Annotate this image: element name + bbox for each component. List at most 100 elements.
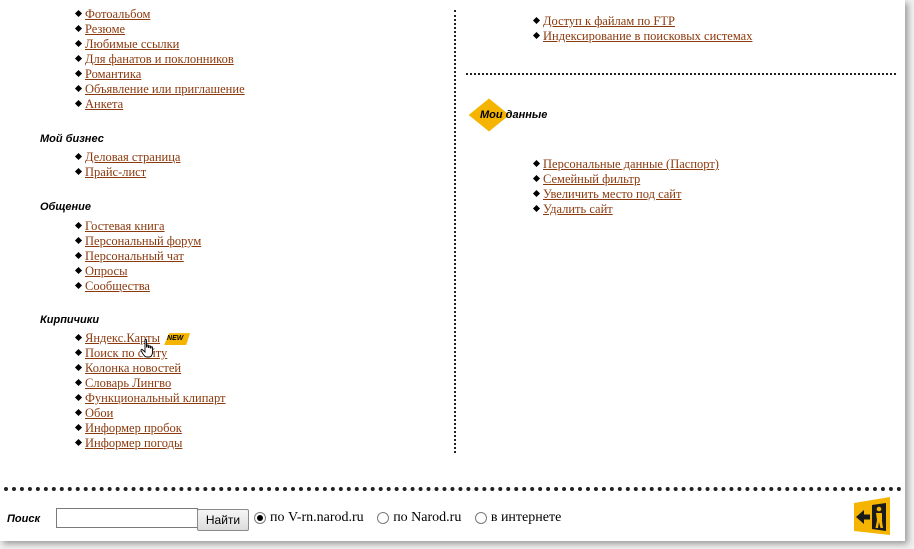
bullet-icon (532, 174, 541, 183)
bullet-icon (532, 204, 541, 213)
list-item: Персональный чат (74, 249, 201, 264)
list-item: Увеличить место под сайт (532, 187, 719, 202)
link-forum[interactable]: Персональный форум (85, 234, 202, 248)
search-label: Поиск (7, 513, 41, 525)
link-weather-informer[interactable]: Информер погоды (85, 436, 183, 450)
list-item: Доступ к файлам по FTP (532, 14, 752, 29)
link-passport[interactable]: Персональные данные (Паспорт) (543, 157, 719, 171)
list-item: Обои (74, 406, 226, 421)
personal-links-list: Фотоальбом Резюме Любимые ссылки Для фан… (74, 7, 245, 112)
radio-option-site[interactable]: по V-rn.narod.ru (254, 510, 364, 526)
list-item: Персональные данные (Паспорт) (532, 157, 719, 172)
bullet-icon (74, 84, 83, 93)
list-item: Удалить сайт (532, 202, 719, 217)
link-communities[interactable]: Сообщества (85, 279, 150, 293)
business-links-list: Деловая страница Прайс-лист (74, 150, 181, 180)
link-yandex-maps[interactable]: Яндекс.Карты (85, 331, 161, 345)
bullet-icon (74, 423, 83, 432)
list-item: Индексирование в поисковых системах (532, 29, 753, 44)
bullet-icon (74, 167, 83, 176)
radio-checked-icon[interactable] (254, 511, 266, 524)
list-item: Опросы (74, 264, 201, 279)
list-item: Анкета (74, 97, 245, 112)
search-bar: Поиск Найти по V-rn.narod.ru по Narod.ru… (0, 505, 905, 535)
bullet-icon (74, 408, 83, 417)
bullet-icon (532, 159, 541, 168)
list-item: Деловая страница (74, 150, 181, 165)
radio-option-narod[interactable]: по Narod.ru (377, 510, 461, 526)
link-search-indexing[interactable]: Индексирование в поисковых системах (543, 29, 753, 43)
list-item: Резюме (74, 22, 245, 37)
search-input[interactable] (56, 508, 198, 528)
radio-option-internet[interactable]: в интернете (474, 510, 561, 526)
bullet-icon (74, 236, 83, 245)
link-guestbook[interactable]: Гостевая книга (85, 219, 165, 233)
hand-pointer-icon (140, 339, 153, 358)
list-item: Информер погоды (74, 436, 226, 451)
bullet-icon (74, 24, 83, 33)
search-scope-radio-group: по V-rn.narod.ru по Narod.ru в интернете (254, 510, 571, 530)
my-data-links-list: Персональные данные (Паспорт) Семейный ф… (532, 157, 719, 217)
right-section-divider (466, 73, 896, 75)
link-fans[interactable]: Для фанатов и поклонников (85, 52, 234, 66)
radio-unchecked-icon[interactable] (377, 511, 390, 524)
link-announcement[interactable]: Объявление или приглашение (85, 82, 245, 96)
bullet-icon (74, 54, 83, 63)
link-delete-site[interactable]: Удалить сайт (543, 202, 613, 216)
bullet-icon (74, 393, 83, 402)
list-item: Персональный форум (74, 234, 202, 249)
new-badge: NEW (164, 333, 191, 346)
link-polls[interactable]: Опросы (85, 264, 128, 278)
hosting-links-list: Доступ к файлам по FTP Индексирование в … (532, 14, 753, 44)
vertical-divider (454, 10, 456, 453)
bullet-icon (74, 152, 83, 161)
link-news-column[interactable]: Колонка новостей (85, 361, 182, 375)
list-item: Фотоальбом (74, 7, 245, 22)
link-traffic-informer[interactable]: Информер пробок (85, 421, 182, 435)
list-item: Прайс-лист (74, 165, 180, 180)
left-column: Фотоальбом Резюме Любимые ссылки Для фан… (0, 0, 454, 452)
link-chat[interactable]: Персональный чат (85, 249, 184, 263)
link-lingvo[interactable]: Словарь Лингво (85, 376, 172, 390)
list-item: Гостевая книга (74, 219, 201, 234)
bullet-icon (74, 39, 83, 48)
bullet-icon (74, 9, 83, 18)
link-business-page[interactable]: Деловая страница (85, 150, 181, 164)
bullet-icon (74, 251, 83, 260)
list-item: Любимые ссылки (74, 37, 245, 52)
bullet-icon (74, 221, 83, 230)
exit-door-icon[interactable] (852, 497, 892, 535)
bullet-icon (74, 266, 83, 275)
link-romance[interactable]: Романтика (85, 67, 142, 81)
section-title-communication: Общение (40, 201, 91, 213)
page: Фотоальбом Резюме Любимые ссылки Для фан… (0, 0, 905, 541)
bottom-divider (4, 487, 902, 491)
radio-unchecked-icon[interactable] (474, 511, 487, 524)
bullet-icon (74, 281, 83, 290)
bullet-icon (74, 363, 83, 372)
list-item: Функциональный клипарт (74, 391, 226, 406)
link-clipart[interactable]: Функциональный клипарт (85, 391, 226, 405)
list-item: Информер пробок (74, 421, 226, 436)
link-family-filter[interactable]: Семейный фильтр (543, 172, 641, 186)
right-column (456, 0, 905, 452)
link-questionnaire[interactable]: Анкета (85, 97, 124, 111)
link-resume[interactable]: Резюме (85, 22, 126, 36)
bullet-icon (74, 438, 83, 447)
bullet-icon (74, 99, 83, 108)
list-item: Романтика (74, 67, 245, 82)
link-photoalbum[interactable]: Фотоальбом (85, 7, 151, 21)
link-favorites[interactable]: Любимые ссылки (85, 37, 180, 51)
list-item: Объявление или приглашение (74, 82, 245, 97)
link-increase-space[interactable]: Увеличить место под сайт (543, 187, 682, 201)
bullet-icon (532, 31, 541, 40)
section-title-business: Мой бизнес (40, 133, 104, 145)
bullet-icon (532, 189, 541, 198)
link-wallpapers[interactable]: Обои (85, 406, 114, 420)
search-button[interactable]: Найти (197, 509, 249, 531)
list-item: Для фанатов и поклонников (74, 52, 245, 67)
link-ftp-access[interactable]: Доступ к файлам по FTP (543, 14, 675, 28)
link-price-list[interactable]: Прайс-лист (85, 165, 147, 179)
list-item: Словарь Лингво (74, 376, 226, 391)
